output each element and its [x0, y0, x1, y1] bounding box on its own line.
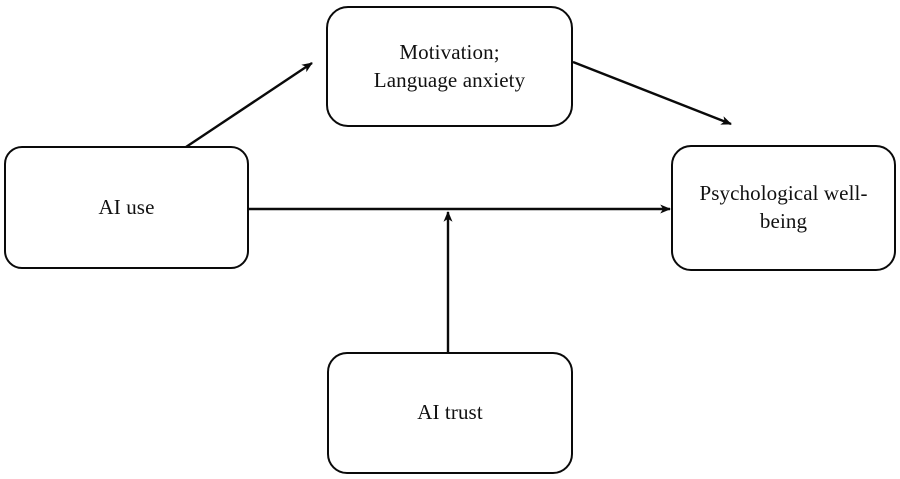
edge-ai-use-to-mediators — [185, 62, 313, 148]
node-ai-use-label: AI use — [98, 194, 155, 219]
node-mediators-label: Motivation; Language anxiety — [373, 39, 526, 92]
edge-mediators-to-outcome — [572, 60, 732, 126]
node-psychological-well-being-label: Psychological well- being — [699, 181, 868, 233]
node-psychological-well-being[interactable]: Psychological well- being — [671, 145, 896, 271]
node-ai-use[interactable]: AI use — [4, 146, 249, 269]
node-mediators[interactable]: Motivation; Language anxiety — [326, 6, 573, 127]
node-ai-trust-label: AI trust — [417, 400, 483, 425]
node-ai-trust[interactable]: AI trust — [327, 352, 573, 474]
